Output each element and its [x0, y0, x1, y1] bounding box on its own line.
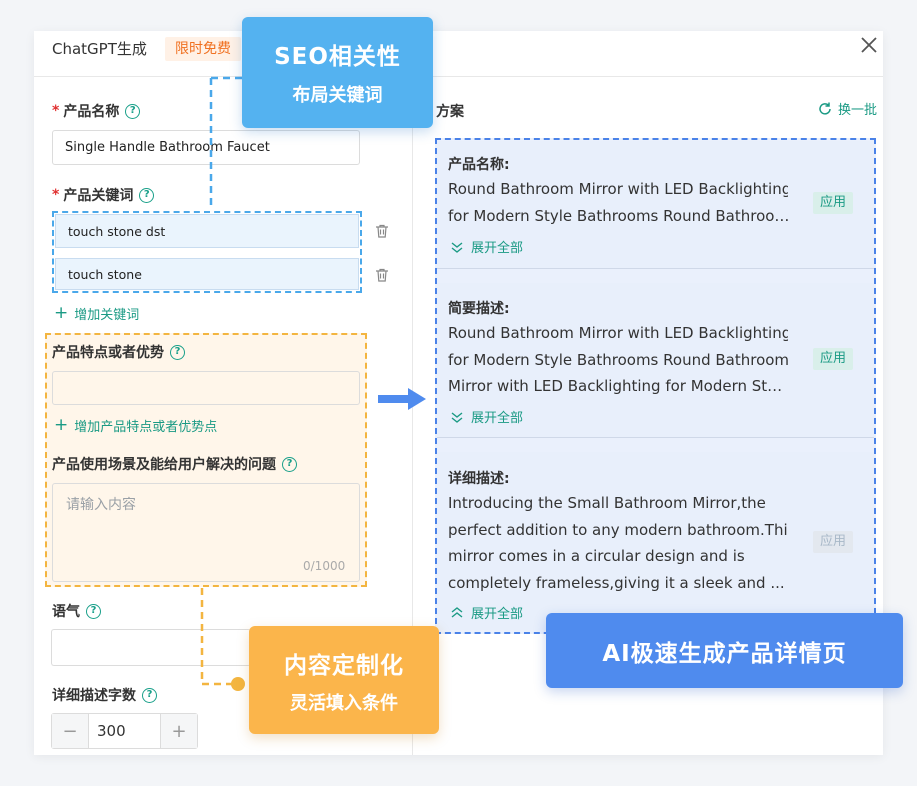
expand-label: 展开全部 [471, 241, 524, 256]
delete-keyword-2-button[interactable] [374, 267, 390, 287]
result-line: perfect addition to any modern bathroom.… [448, 520, 788, 539]
expand-label: 展开全部 [471, 607, 524, 622]
add-keyword-label: 增加关键词 [74, 308, 140, 323]
seo-callout-subtitle: 布局关键词 [292, 85, 383, 106]
result-line: Introducing the Small Bathroom Mirror,th… [448, 494, 766, 512]
result-card-text: Introducing the Small Bathroom Mirror,th… [448, 490, 788, 596]
result-card-name [437, 141, 874, 268]
result-line: for Modern Style Bathrooms Round Bathroo… [448, 206, 788, 225]
apply-button[interactable]: 应用 [813, 348, 853, 370]
help-icon[interactable]: ? [142, 687, 157, 703]
header-divider [34, 76, 883, 77]
result-card-text: Round Bathroom Mirror with LED Backlight… [448, 176, 788, 229]
decrement-button[interactable]: − [52, 714, 88, 748]
result-card-detail [437, 452, 874, 630]
help-icon[interactable]: ? [86, 603, 101, 619]
keywords-highlight [52, 211, 362, 293]
add-feature-button[interactable]: + 增加产品特点或者优势点 [54, 415, 218, 436]
ai-callout-title: AI极速生成产品详情页 [602, 641, 847, 667]
product-name-input[interactable]: Single Handle Bathroom Faucet [52, 130, 360, 165]
scenario-textarea[interactable] [52, 483, 360, 582]
features-input[interactable] [52, 371, 360, 405]
required-mark: * [52, 187, 60, 203]
tone-select[interactable] [51, 629, 251, 666]
content-callout-subtitle: 灵活填入条件 [290, 693, 398, 714]
help-icon[interactable]: ? [139, 187, 155, 203]
chevron-down-double-icon [451, 411, 463, 423]
plus-icon: + [54, 303, 69, 323]
refresh-icon [819, 102, 831, 115]
panel-title: ChatGPT生成 [52, 40, 147, 58]
help-icon[interactable]: ? [125, 103, 141, 119]
results-title: 方案 [436, 104, 464, 120]
product-name-value: Single Handle Bathroom Faucet [65, 140, 270, 155]
result-card-text: Round Bathroom Mirror with LED Backlight… [448, 320, 788, 400]
features-label-text: 产品特点或者优势 [52, 345, 164, 361]
features-label: 产品特点或者优势 ? [52, 342, 185, 362]
content-callout-title: 内容定制化 [284, 653, 404, 679]
result-line: completely frameless,giving it a sleek a… [448, 573, 785, 592]
expand-label: 展开全部 [471, 411, 524, 426]
word-count-input[interactable]: 300 [88, 714, 161, 748]
trash-icon [376, 268, 388, 282]
product-name-label: * 产品名称 ? [52, 101, 141, 121]
expand-all-button[interactable]: 展开全部 [450, 407, 523, 426]
scenario-placeholder: 请输入内容 [66, 497, 136, 513]
result-line: Round Bathroom Mirror with LED Backlight… [448, 180, 788, 198]
result-card-title: 产品名称: [448, 157, 510, 173]
result-card-title: 详细描述: [448, 471, 510, 487]
add-keyword-button[interactable]: + 增加关键词 [54, 303, 140, 324]
add-feature-label: 增加产品特点或者优势点 [74, 420, 218, 435]
result-card-title: 简要描述: [448, 301, 510, 317]
column-divider [412, 77, 413, 755]
card-separator [437, 437, 874, 438]
close-icon [861, 37, 877, 53]
result-line: Round Bathroom Mirror with LED Backlight… [448, 324, 788, 342]
chevron-up-double-icon [451, 606, 463, 618]
seo-callout: SEO相关性 布局关键词 [242, 17, 433, 128]
scenario-char-counter: 0/1000 [303, 559, 346, 573]
collapse-button[interactable]: 展开全部 [450, 603, 523, 622]
keywords-label-text: 产品关键词 [63, 188, 134, 204]
increment-button[interactable]: + [161, 714, 197, 748]
required-mark: * [52, 103, 60, 119]
result-line: mirror comes in a circular design and is [448, 547, 745, 565]
keyword-input-1[interactable]: touch stone dst [55, 214, 359, 248]
word-count-label-text: 详细描述字数 [52, 688, 136, 704]
result-line: Mirror with LED Backlighting for Modern … [448, 377, 783, 395]
keyword-value: touch stone [68, 266, 142, 282]
arrow-right-icon [378, 388, 426, 410]
scenario-label-text: 产品使用场景及能给用户解决的问题 [52, 457, 276, 473]
scenario-label: 产品使用场景及能给用户解决的问题 ? [52, 454, 297, 474]
card-separator [437, 268, 874, 269]
tone-label: 语气 ? [52, 601, 101, 621]
apply-button[interactable]: 应用 [813, 192, 853, 214]
close-button[interactable] [858, 34, 880, 56]
plus-icon: + [54, 415, 69, 435]
keyword-value: touch stone dst [68, 223, 166, 239]
result-card-brief [437, 283, 874, 437]
help-icon[interactable]: ? [282, 456, 297, 472]
seo-callout-title: SEO相关性 [274, 44, 401, 70]
refresh-button[interactable]: 换一批 [817, 99, 877, 118]
product-name-label-text: 产品名称 [63, 104, 120, 120]
chevron-down-double-icon [451, 241, 463, 253]
trash-icon [376, 224, 388, 238]
keywords-label: * 产品关键词 ? [52, 185, 155, 205]
tone-label-text: 语气 [52, 604, 80, 620]
word-count-label: 详细描述字数 ? [52, 685, 157, 705]
expand-all-button[interactable]: 展开全部 [450, 237, 523, 256]
delete-keyword-1-button[interactable] [374, 223, 390, 243]
help-icon[interactable]: ? [170, 344, 185, 360]
ai-callout: AI极速生成产品详情页 [546, 613, 903, 688]
refresh-label: 换一批 [838, 103, 878, 118]
free-badge: 限时免费 [165, 37, 241, 61]
keyword-input-2[interactable]: touch stone [55, 258, 359, 290]
word-count-stepper: − 300 + [51, 713, 198, 749]
result-line: for Modern Style Bathrooms Round Bathroo… [448, 350, 788, 369]
content-callout: 内容定制化 灵活填入条件 [249, 626, 439, 734]
apply-button[interactable]: 应用 [813, 531, 853, 553]
